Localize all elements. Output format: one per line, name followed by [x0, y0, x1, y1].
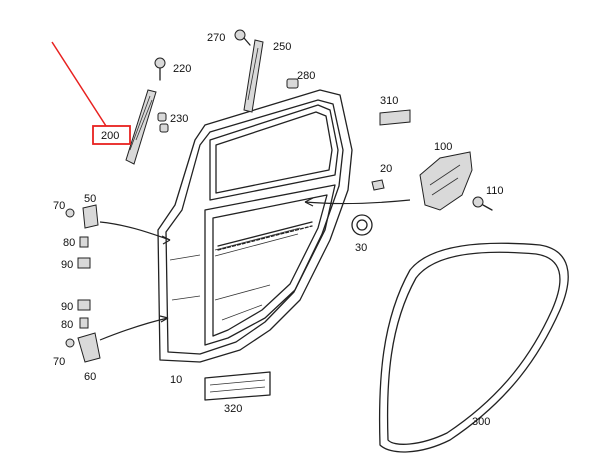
- upper-hinge-group: [65, 204, 99, 269]
- leader-arrows: [99, 197, 411, 341]
- door-seal-part-300: [378, 242, 569, 453]
- label-90-lower: 90: [61, 301, 73, 313]
- label-270: 270: [207, 32, 225, 44]
- clip-part-230: [157, 112, 169, 133]
- label-80-lower: 80: [61, 319, 73, 331]
- clip-part-280: [286, 78, 299, 89]
- label-30: 30: [355, 242, 367, 254]
- grommet-part-30: [351, 214, 373, 236]
- door-lock-part-100: [419, 151, 473, 211]
- label-310: 310: [380, 95, 398, 107]
- rear-channel-part-250: [243, 39, 264, 113]
- label-230: 230: [170, 113, 188, 125]
- label-10: 10: [170, 374, 182, 386]
- label-110: 110: [486, 185, 504, 197]
- door-shell: [157, 89, 353, 363]
- window-channel-part-200: [125, 89, 157, 165]
- label-250: 250: [273, 41, 291, 53]
- bolt-part-110: [472, 196, 493, 211]
- clip-part-220: [154, 57, 166, 81]
- lower-hinge-group: [65, 299, 101, 363]
- label-220: 220: [173, 63, 191, 75]
- clip-part-20: [371, 179, 385, 191]
- label-80-upper: 80: [63, 237, 75, 249]
- part-labels: 10 20 30 50 60 70 70 80 80 90 90 100 110…: [53, 32, 504, 428]
- label-200: 200: [101, 130, 119, 142]
- label-280: 280: [297, 70, 315, 82]
- screw-part-270: [234, 29, 251, 46]
- label-70-upper: 70: [53, 200, 65, 212]
- label-90-upper: 90: [61, 259, 73, 271]
- sheet-part-320: [204, 371, 271, 401]
- label-70-lower: 70: [53, 356, 65, 368]
- label-60: 60: [84, 371, 96, 383]
- label-50: 50: [84, 193, 96, 205]
- label-100: 100: [434, 141, 452, 153]
- label-300: 300: [472, 416, 490, 428]
- label-320: 320: [224, 403, 242, 415]
- highlight-callout-200: [51, 41, 131, 145]
- pad-part-310: [379, 109, 411, 126]
- label-20: 20: [380, 163, 392, 175]
